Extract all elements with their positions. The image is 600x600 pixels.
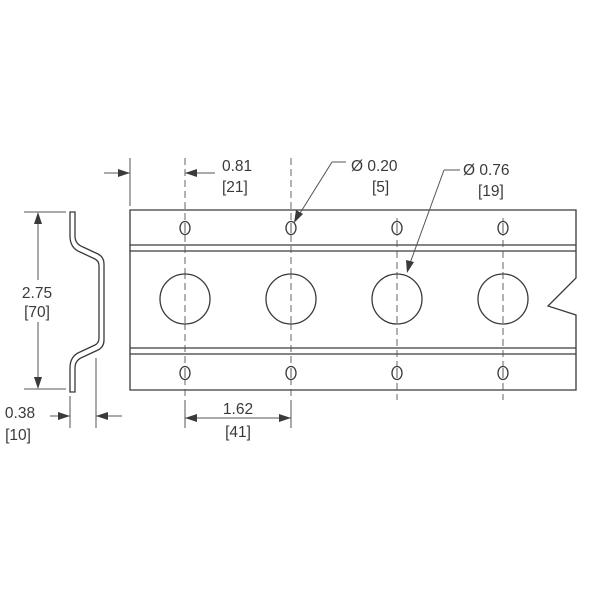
small-hole-diameter-mm-label: [5] bbox=[372, 179, 389, 196]
large-hole-diameter-inch-label: Ø 0.76 bbox=[463, 162, 510, 179]
side-profile-view bbox=[69, 211, 105, 393]
height-dimension: 2.75 [70] bbox=[22, 211, 66, 390]
thickness-mm-label: [10] bbox=[5, 427, 31, 444]
thickness-dimension: 0.38 [10] bbox=[5, 358, 122, 444]
height-mm-label: [70] bbox=[24, 304, 50, 321]
hole-pitch-mm-label: [41] bbox=[225, 424, 251, 441]
small-hole-diameter-inch-label: Ø 0.20 bbox=[351, 158, 398, 175]
hole-pitch-dimension: 1.62 [41] bbox=[184, 400, 292, 441]
small-holes-bottom-row bbox=[179, 365, 509, 381]
edge-to-hole-mm-label: [21] bbox=[222, 179, 248, 196]
large-holes bbox=[159, 272, 529, 326]
rail-front-view bbox=[129, 209, 577, 391]
edge-to-hole-dimension: 0.81 [21] bbox=[104, 158, 252, 206]
large-hole-diameter-callout: Ø 0.76 [19] bbox=[406, 162, 510, 273]
small-hole-diameter-callout: Ø 0.20 [5] bbox=[294, 158, 398, 223]
height-inch-label: 2.75 bbox=[22, 285, 52, 302]
hole-pitch-inch-label: 1.62 bbox=[223, 401, 253, 418]
side-profile-outline bbox=[69, 211, 105, 393]
rail-outline bbox=[129, 209, 577, 391]
small-holes-top-row bbox=[179, 220, 509, 236]
large-hole-diameter-mm-label: [19] bbox=[478, 183, 504, 200]
thickness-inch-label: 0.38 bbox=[5, 405, 35, 422]
edge-to-hole-inch-label: 0.81 bbox=[222, 158, 252, 175]
